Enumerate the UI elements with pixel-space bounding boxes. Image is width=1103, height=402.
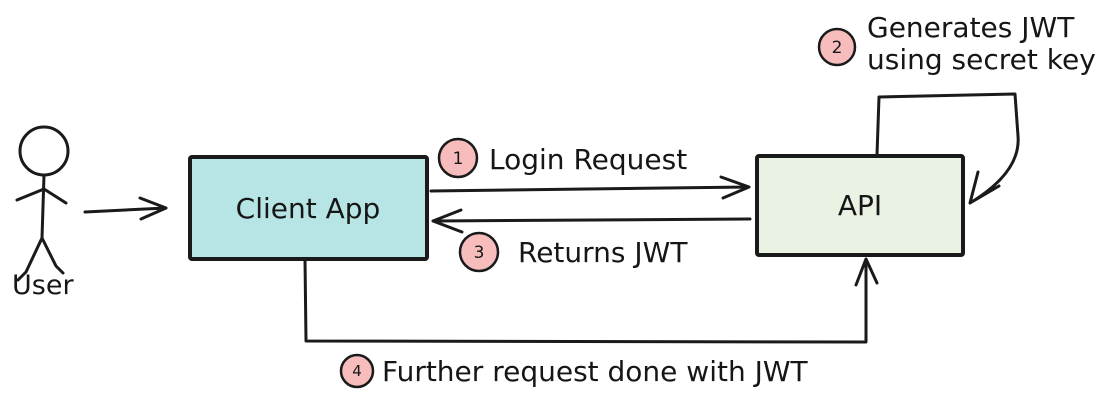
step-1-badge-number: 1	[453, 149, 464, 169]
step-2-label-line-1: Generates JWT	[867, 11, 1075, 44]
step-1-label: Login Request	[489, 143, 687, 176]
api-label: API	[838, 189, 882, 222]
api-box	[755, 154, 965, 257]
client-app-label: Client App	[236, 192, 381, 225]
step-2-label-line-2: using secret key	[867, 43, 1096, 76]
api-self-loop-arrow	[875, 92, 1020, 205]
user-head	[18, 125, 70, 177]
step-4-label: Further request done with JWT	[382, 355, 809, 388]
diagram-labels: User Client App API 1 Login Request 2 Ge…	[12, 11, 1096, 388]
step-2-badge	[817, 27, 857, 67]
step-4-badge-number: 4	[352, 362, 362, 380]
user-body	[40, 173, 46, 240]
user-arms	[15, 187, 68, 205]
step-1-badge	[437, 137, 479, 179]
step-3-badge	[458, 231, 500, 273]
step-3-badge-number: 3	[474, 243, 485, 263]
user-label: User	[12, 270, 74, 301]
user-to-client-arrow	[83, 196, 168, 221]
step-4-badge	[339, 353, 375, 389]
returns-jwt-arrow	[431, 208, 752, 234]
further-request-arrow	[303, 257, 879, 344]
step-2-badge-number: 2	[832, 38, 843, 58]
user-figure	[15, 125, 70, 282]
client-app-box	[188, 155, 429, 261]
user-legs	[16, 236, 65, 282]
diagram-strokes	[15, 27, 1020, 389]
step-3-label: Returns JWT	[518, 236, 688, 269]
login-request-arrow	[429, 175, 751, 200]
